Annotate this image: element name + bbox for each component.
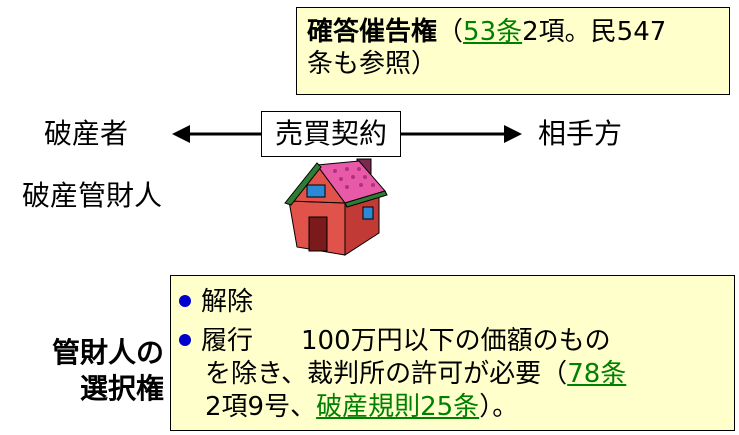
- open-paren: （: [437, 17, 464, 47]
- trustee-choice-label-line2: 選択権: [79, 372, 164, 405]
- option-perform-text2: を除き、裁判所の許可が必要（: [205, 359, 568, 389]
- right-arrow: [400, 125, 522, 143]
- confirmation-right-title: 確答催告権: [307, 17, 438, 47]
- trustee-choice-label-line1: 管財人の: [51, 336, 164, 369]
- option-perform: 履行 100万円以下の価額のもの: [175, 325, 730, 358]
- option-cancel-label: 解除: [201, 287, 254, 317]
- article-53-link[interactable]: 53条: [463, 17, 523, 47]
- confirmation-ref-rest: 2項。民547: [522, 17, 667, 47]
- bankruptcy-rule-25-link[interactable]: 破産規則25条: [316, 392, 480, 422]
- option-perform-line3: 2項9号、破産規則25条）。: [175, 391, 730, 424]
- bullet-icon: [179, 333, 191, 346]
- article-78-link[interactable]: 78条: [567, 359, 627, 389]
- option-perform-line2: を除き、裁判所の許可が必要（78条: [175, 358, 730, 391]
- trustee-choice-box: 解除 履行 100万円以下の価額のもの を除き、裁判所の許可が必要（78条 2項9…: [170, 275, 735, 431]
- bullet-icon: [179, 294, 191, 307]
- bankrupt-label: 破産者: [44, 117, 129, 150]
- sales-contract-label: 売買契約: [274, 117, 387, 150]
- trustee-choice-label: 管財人の 選択権: [18, 335, 164, 407]
- option-perform-label: 履行: [201, 326, 254, 356]
- counterparty-label: 相手方: [538, 117, 623, 150]
- confirmation-right-line2: 条も参照）: [307, 49, 438, 79]
- option-cancel: 解除: [175, 286, 730, 319]
- option-perform-text3: 2項9号、: [205, 392, 317, 422]
- option-perform-text1: 100万円以下の価額のもの: [301, 326, 611, 356]
- house-icon: [284, 158, 388, 256]
- trustee-label: 破産管財人: [22, 179, 163, 212]
- confirmation-right-box: 確答催告権（53条2項。民547 条も参照）: [296, 7, 730, 95]
- option-perform-text4: ）。: [479, 392, 519, 422]
- confirmation-right-line1: 確答催告権（53条2項。民547: [307, 16, 719, 48]
- left-arrow: [172, 125, 262, 143]
- sales-contract-box: 売買契約: [261, 111, 401, 157]
